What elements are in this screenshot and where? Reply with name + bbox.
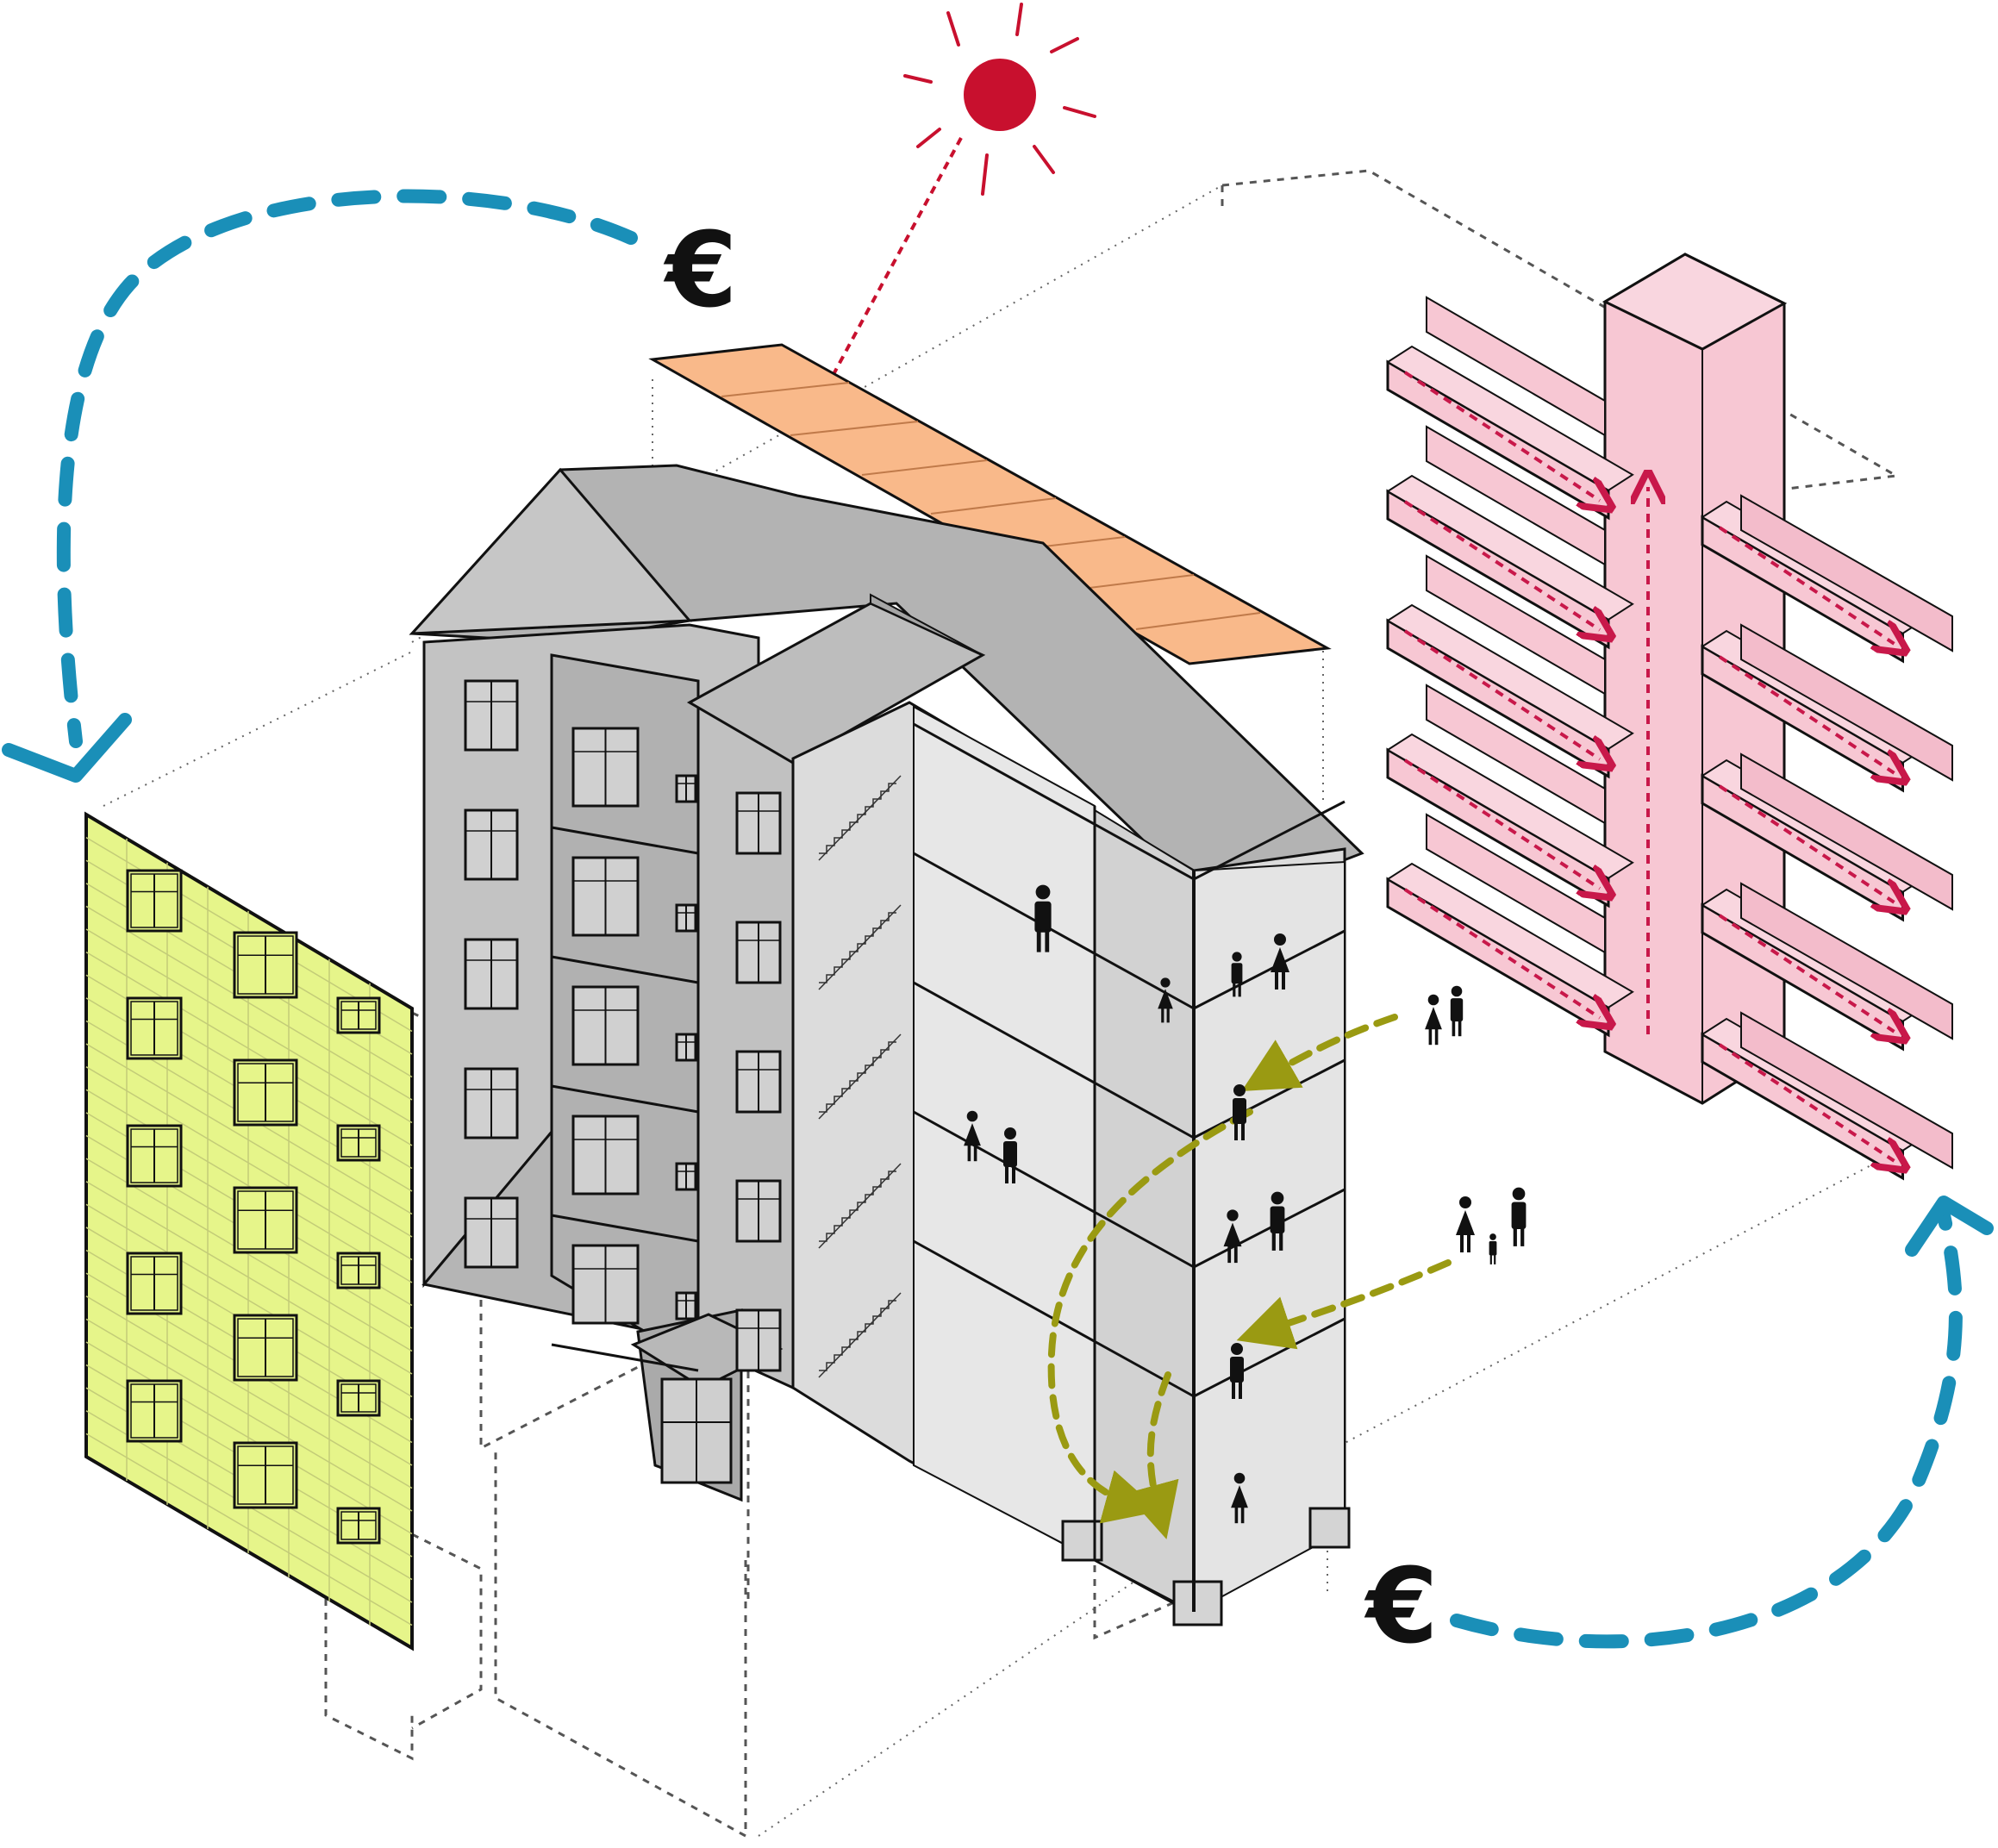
gallery-wall	[1426, 813, 1953, 1170]
window-icon	[336, 1507, 381, 1545]
window-icon	[126, 869, 183, 933]
window-icon	[464, 1196, 519, 1269]
window-icon	[464, 808, 519, 881]
window-icon	[571, 856, 640, 937]
person-icon	[1511, 1187, 1527, 1246]
window-icon	[233, 1058, 298, 1127]
person-icon	[1230, 1343, 1244, 1399]
window-icon	[571, 985, 640, 1066]
gallery-slab	[1386, 474, 1634, 650]
window-icon	[571, 727, 640, 808]
person-icon	[1425, 994, 1442, 1046]
access-galleries	[1386, 296, 1953, 1181]
window-icon	[464, 938, 519, 1010]
window-icon	[675, 903, 697, 933]
window-icon	[126, 1252, 183, 1315]
window-icon	[464, 1067, 519, 1139]
person-icon	[964, 1110, 981, 1162]
person-icon	[1489, 1233, 1497, 1264]
gallery-wall	[1426, 425, 1953, 782]
window-icon	[464, 679, 519, 752]
window-icon	[735, 1179, 782, 1243]
window-icon	[126, 1124, 183, 1188]
person-icon	[1233, 1084, 1246, 1140]
person-icon	[1231, 1472, 1248, 1524]
window-icon	[126, 1379, 183, 1443]
person-icon	[1271, 933, 1289, 990]
window-icon	[735, 1308, 782, 1372]
window-icon	[336, 1124, 381, 1162]
window-icon	[735, 791, 782, 855]
window-icon	[336, 996, 381, 1034]
person-icon	[964, 884, 1527, 1524]
gallery-wall	[1426, 554, 1953, 911]
stair-icon	[818, 775, 902, 1378]
window-icon	[233, 931, 298, 999]
circulation-structure	[1386, 253, 1953, 1181]
window-icon	[336, 1379, 381, 1417]
gallery-slab	[1386, 603, 1634, 779]
cost-saving-loop-bottom	[1450, 1196, 1994, 1649]
window-icon	[571, 1244, 640, 1325]
gallery-wall	[1426, 296, 1953, 652]
resident-movement-arrows	[1047, 1014, 1452, 1539]
window-icon	[675, 774, 697, 803]
window-icon	[233, 1186, 298, 1254]
window-icon	[735, 921, 782, 984]
person-icon	[1456, 1196, 1475, 1252]
window-icon	[675, 1162, 697, 1191]
gallery-wall	[1426, 684, 1953, 1040]
window-icon	[336, 1252, 381, 1289]
window-icon	[126, 996, 183, 1060]
window-icon	[675, 1033, 697, 1062]
euro-icon: €	[1364, 1547, 1439, 1667]
gallery-slab	[1386, 862, 1634, 1038]
facade-windows	[126, 869, 381, 1545]
sun-icon	[821, 3, 1096, 398]
building-details	[550, 655, 1346, 1612]
window-icon	[660, 1377, 733, 1484]
person-icon	[1231, 952, 1243, 997]
gallery-slab	[1386, 345, 1634, 521]
person-icon	[1450, 985, 1464, 1037]
window-icon	[675, 1291, 697, 1320]
building-windows	[464, 679, 782, 1484]
window-icon	[233, 1314, 298, 1382]
euro-icon: €	[663, 211, 738, 331]
person-icon	[1003, 1127, 1017, 1183]
gallery-slab	[1386, 733, 1634, 908]
person-icon	[1223, 1209, 1242, 1264]
cost-saving-loop-top	[2, 189, 638, 783]
facade-panel	[84, 811, 414, 1651]
window-icon	[735, 1050, 782, 1114]
person-icon	[1270, 1191, 1285, 1251]
person-icon	[1158, 977, 1173, 1023]
window-icon	[571, 1114, 640, 1196]
person-icon	[1034, 884, 1052, 952]
window-icon	[233, 1441, 298, 1509]
